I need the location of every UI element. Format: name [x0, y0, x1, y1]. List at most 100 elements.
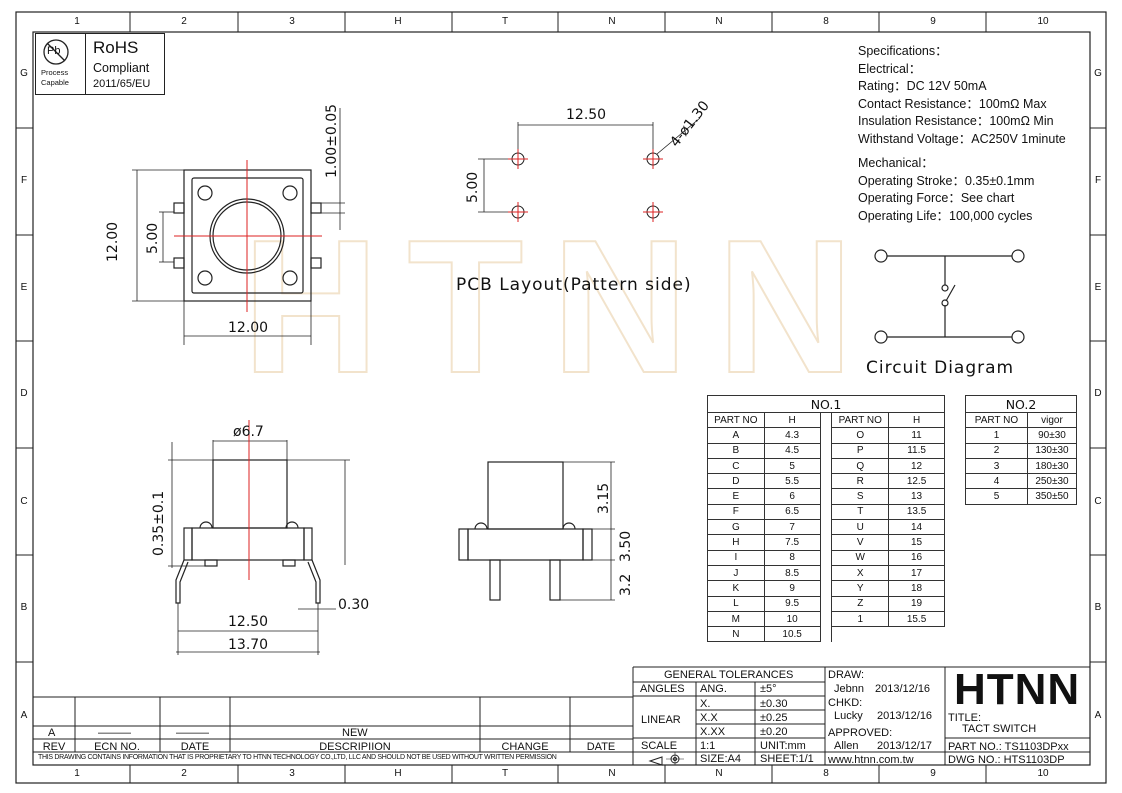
x1-value: ±0.30	[760, 698, 788, 710]
spec-line: Operating Force：See chart	[858, 191, 1015, 205]
table1-cell: 19	[888, 595, 945, 612]
draw-date: 2013/12/16	[875, 683, 931, 695]
size-value: SIZE:A4	[700, 753, 741, 765]
frame-col-label: 8	[823, 768, 829, 779]
table1-cell: V	[831, 534, 890, 551]
table1-cell: 7	[763, 519, 821, 536]
table1-cell: 11	[888, 427, 945, 444]
drawing-title: TACT SWITCH	[962, 723, 1037, 735]
table1-cell: O	[831, 427, 890, 444]
x3-value: ±0.20	[760, 726, 788, 738]
table1-cell: 1	[831, 610, 890, 628]
table1-cell: 8.5	[763, 564, 821, 582]
frame-row-label: F	[1094, 175, 1102, 186]
table1-cell: 4.3	[763, 427, 821, 444]
frame-row-label: F	[20, 175, 28, 186]
table1-cell: 13.5	[888, 503, 945, 521]
table1-gap	[819, 611, 833, 627]
side-view-2-cap-dim: 3.15	[596, 482, 612, 514]
table1-gap	[819, 519, 833, 535]
side-view-2	[458, 461, 615, 601]
frame-col-label: N	[715, 16, 723, 27]
ang-label: ANG.	[700, 683, 727, 695]
table1-cell: 12.5	[888, 473, 945, 490]
table1-cell: K	[707, 580, 765, 597]
pcb-spacing-y: 5.00	[465, 171, 481, 203]
draw-name: Jebnn	[834, 683, 864, 695]
table1-cell: 10	[763, 610, 821, 628]
table1-cell: P	[831, 442, 890, 459]
spec-line: Insulation Resistance：100mΩ Min	[858, 114, 1054, 128]
frame-row-label: C	[1094, 496, 1102, 507]
company-logo: HTNN	[954, 665, 1081, 714]
top-view-width-dim: 12.00	[228, 320, 269, 336]
table1-cell: 11.5	[888, 442, 945, 459]
frame-row-label: B	[20, 602, 28, 613]
process-label: Process	[41, 68, 69, 77]
frame-row-label: A	[1094, 710, 1102, 721]
frame-col-label: 1	[74, 16, 80, 27]
table1-cell: F	[707, 503, 765, 521]
spec-line: Rating：DC 12V 50mA	[858, 79, 987, 93]
side-view-overall-dim: 13.70	[228, 637, 269, 653]
table1-cell: 9	[763, 580, 821, 597]
pcb-layout-label: PCB Layout(Pattern side)	[456, 275, 692, 295]
table1-cell	[831, 626, 889, 642]
table1-gap	[819, 443, 833, 459]
table2-cell: 350±50	[1026, 488, 1078, 505]
draw-label: DRAW:	[828, 669, 865, 681]
chkd-name: Lucky	[834, 710, 863, 722]
side-view	[168, 440, 350, 655]
table1-cell: E	[707, 488, 765, 505]
sheet-value: SHEET:1/1	[760, 753, 814, 765]
tolerance-title: GENERAL TOLERANCES	[664, 669, 794, 681]
table2-title: NO.2	[965, 395, 1077, 413]
frame-row-label: C	[20, 496, 28, 507]
frame-row-label: G	[1094, 68, 1102, 79]
spec-line: Mechanical：	[858, 156, 934, 170]
proprietary-notice: THIS DRAWING CONTAINS INFORMATION THAT I…	[38, 754, 557, 761]
rev-a-date: ———	[176, 727, 209, 739]
top-view-pin-dim: 1.00±0.05	[324, 103, 340, 178]
frame-row-label: G	[20, 68, 28, 79]
linear-label: LINEAR	[641, 714, 681, 726]
frame-row-label: E	[1094, 282, 1102, 293]
table2-cell: 130±30	[1026, 442, 1078, 459]
table1-cell: 8	[763, 549, 821, 566]
table2-cell: 1	[965, 427, 1028, 444]
table1-cell: R	[831, 473, 890, 490]
table1-cell: 12	[888, 457, 945, 475]
rohs-subtitle: Compliant	[93, 61, 150, 75]
table2-header: vigor	[1026, 411, 1078, 429]
frame-row-label: E	[20, 282, 28, 293]
frame-col-label: 9	[930, 768, 936, 779]
part-number: PART NO.: TS1103DPxx	[948, 741, 1069, 753]
table1-cell: 14	[888, 519, 945, 536]
frame-col-label: 3	[289, 768, 295, 779]
rohs-badge: Pb Process Capable RoHS Compliant 2011/6…	[35, 33, 165, 95]
rev-a-ecn: ———	[98, 727, 131, 739]
frame-col-label: 8	[823, 16, 829, 27]
frame-col-label: H	[394, 16, 402, 27]
table1-cell: 6	[763, 488, 821, 505]
spec-line: Withstand Voltage：AC250V 1minute	[858, 131, 1066, 146]
table1-cell: Y	[831, 580, 890, 597]
table1-cell: J	[707, 564, 765, 582]
frame-col-label: T	[501, 768, 509, 779]
table1-cell: 7.5	[763, 534, 821, 551]
spec-line	[858, 148, 1066, 155]
capable-label: Capable	[41, 78, 69, 87]
circuit-diagram-label: Circuit Diagram	[866, 358, 1015, 378]
table1-cell: 5	[763, 457, 821, 475]
frame-row-label: D	[1094, 388, 1102, 399]
frame-row-label: B	[1094, 602, 1102, 613]
x2-label: X.X	[700, 712, 718, 724]
